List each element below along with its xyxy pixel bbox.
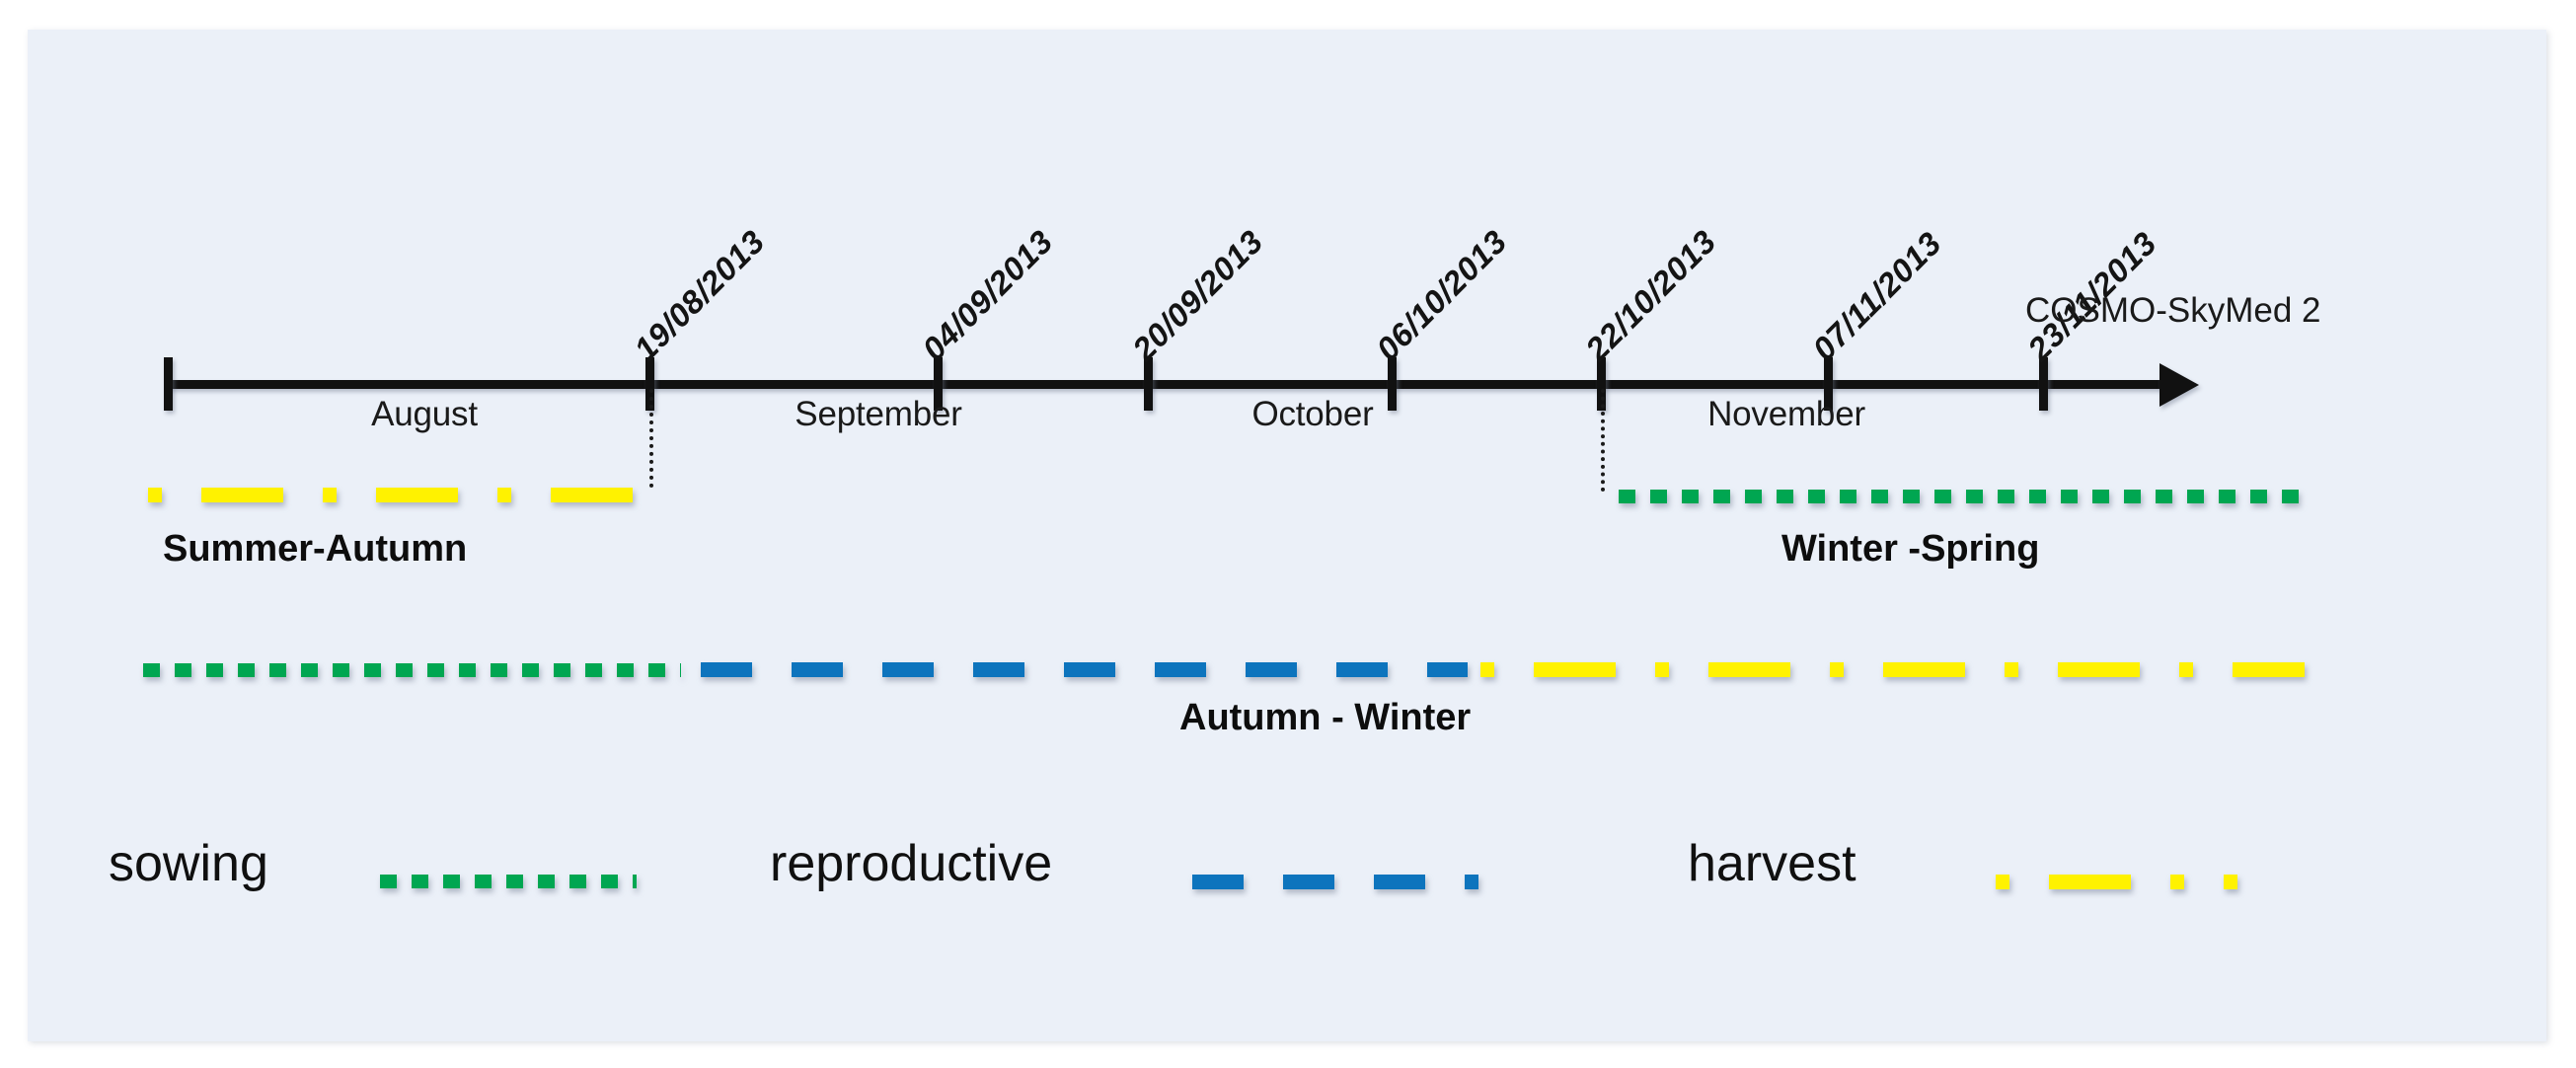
slide-panel <box>28 30 2546 1041</box>
band-label-winter-spring: Winter -Spring <box>1781 528 2040 570</box>
axis-month-label: August <box>371 395 478 433</box>
axis-tick <box>1824 357 1833 411</box>
band-bar-autumn-winter-harvest <box>1480 662 2305 677</box>
legend-label-harvest: harvest <box>1688 835 1856 892</box>
band-bar-summer-autumn <box>148 488 656 502</box>
axis-tick <box>2039 357 2048 411</box>
legend-swatch-harvest <box>1996 875 2237 889</box>
band-bar-autumn-winter-reproductive <box>701 662 1468 677</box>
sensor-label: COSMO-SkyMed 2 <box>2025 291 2321 330</box>
legend-swatch-reproductive <box>1192 875 1478 889</box>
axis-tick <box>934 357 943 411</box>
band-bar-autumn-winter-sowing <box>143 663 681 677</box>
timeline-axis-line <box>168 380 2176 389</box>
legend-swatch-sowing <box>380 875 637 888</box>
timeline-axis-arrowhead <box>2159 363 2199 407</box>
legend-label-reproductive: reproductive <box>770 835 1053 892</box>
connector-19-08 <box>649 389 653 488</box>
axis-month-label: November <box>1707 395 1865 433</box>
axis-tick <box>1597 357 1606 411</box>
band-label-autumn-winter-harvest: Autumn - Winter <box>1179 697 1472 738</box>
connector-22-10 <box>1601 389 1605 492</box>
axis-tick <box>164 357 173 411</box>
axis-tick <box>645 357 654 411</box>
axis-tick <box>1144 357 1153 411</box>
axis-month-label: September <box>795 395 962 433</box>
legend-label-sowing: sowing <box>109 835 268 892</box>
axis-tick <box>1388 357 1397 411</box>
axis-month-label: October <box>1251 395 1374 433</box>
band-label-summer-autumn: Summer-Autumn <box>163 528 468 570</box>
band-bar-winter-spring <box>1619 490 2307 503</box>
